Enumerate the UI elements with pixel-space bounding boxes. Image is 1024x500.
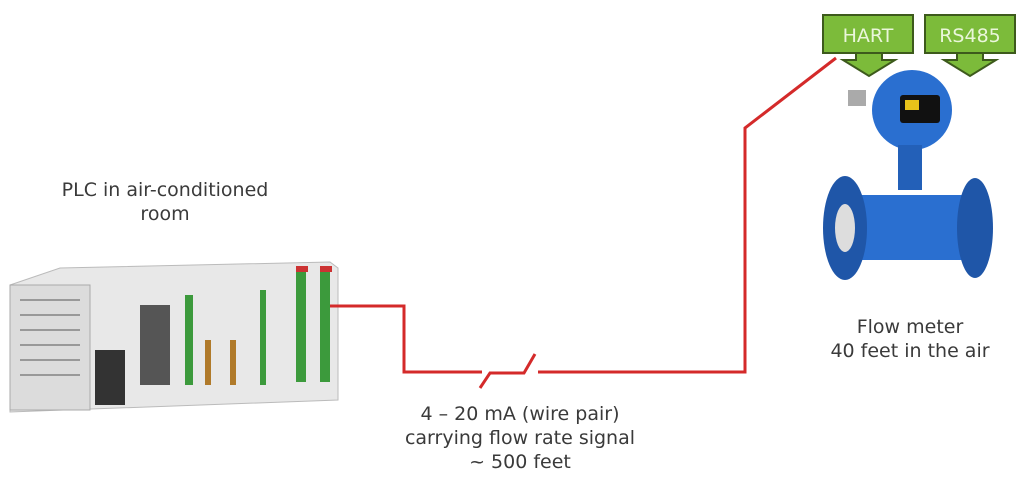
flow-meter-label-line1: Flow meter [856, 316, 964, 338]
wire-label: 4 – 20 mA (wire pair) carrying flow rate… [370, 402, 670, 474]
plc-label: PLC in air-conditioned room [15, 178, 315, 226]
plc-label-line1: PLC in air-conditioned [61, 179, 269, 201]
flow-meter-label: Flow meter 40 feet in the air [800, 315, 1020, 363]
wire-break-mark [478, 353, 537, 389]
rs485-tag: RS485 [924, 14, 1016, 54]
wire-pair-right [538, 56, 837, 374]
plc-label-line2: room [140, 203, 190, 225]
wire-label-line2: carrying flow rate signal [404, 427, 636, 449]
hart-tag: HART [822, 14, 914, 54]
wire-label-line1: 4 – 20 mA (wire pair) [420, 403, 620, 425]
plc-image [9, 261, 339, 413]
flow-meter-image [823, 70, 993, 280]
flow-meter-label-line2: 40 feet in the air [830, 340, 990, 362]
wire-pair-left [330, 304, 482, 374]
wire-label-line3: ~ 500 feet [469, 451, 571, 473]
